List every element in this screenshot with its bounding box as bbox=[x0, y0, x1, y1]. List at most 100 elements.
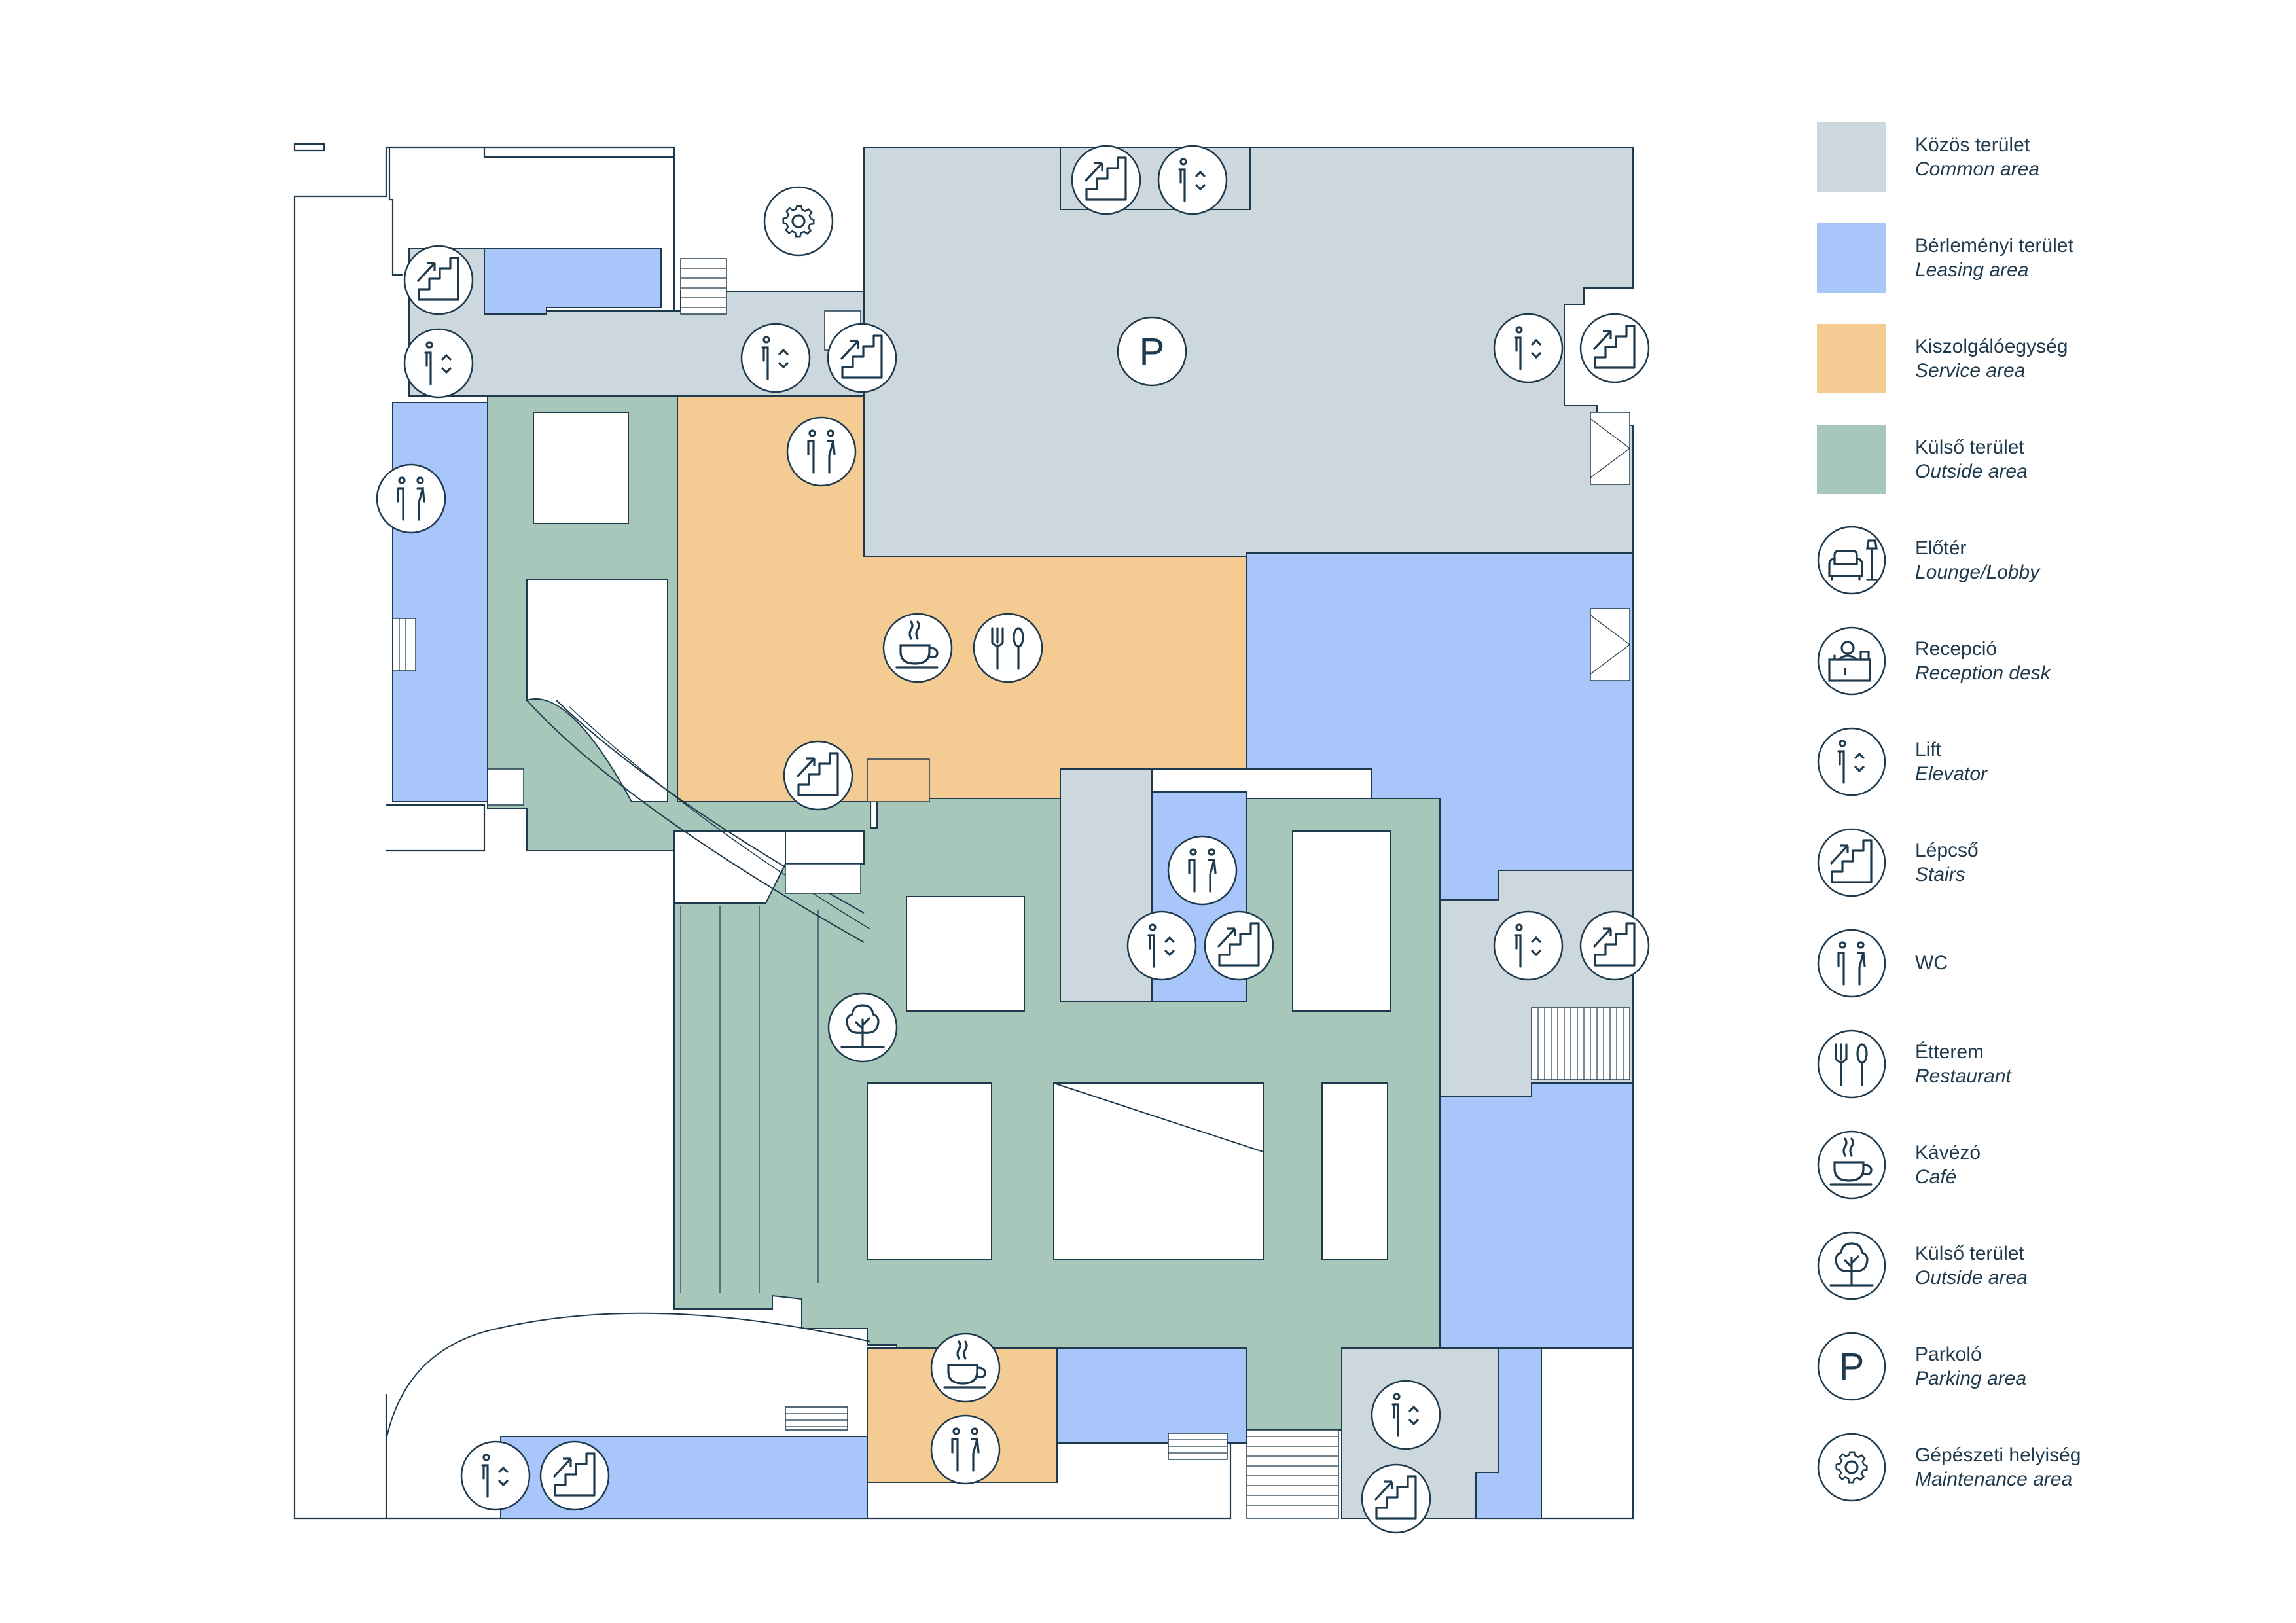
stairs-marker[interactable] bbox=[1071, 145, 1141, 215]
legend-swatch-service bbox=[1817, 324, 1886, 393]
wc-marker[interactable] bbox=[930, 1414, 1001, 1485]
elevator-icon bbox=[1817, 727, 1886, 796]
legend-label-hu: Lift bbox=[1915, 739, 1942, 760]
parking-marker[interactable]: P bbox=[1117, 316, 1187, 387]
svg-text:P: P bbox=[1139, 330, 1165, 373]
maintenance-marker[interactable] bbox=[763, 186, 834, 257]
legend-label-en: Maintenance area bbox=[1915, 1469, 2073, 1490]
wc-marker[interactable] bbox=[376, 463, 446, 534]
stairs-marker[interactable] bbox=[1579, 910, 1650, 981]
elevator-marker[interactable] bbox=[1493, 910, 1564, 981]
legend-label-hu: Külső terület bbox=[1915, 1243, 2024, 1264]
reception-icon bbox=[1817, 626, 1886, 696]
outside-marker[interactable] bbox=[827, 992, 898, 1063]
cafe-icon bbox=[1817, 1130, 1886, 1200]
legend-label-en: Reception desk bbox=[1915, 662, 2051, 684]
elevator-marker[interactable] bbox=[1126, 910, 1197, 981]
legend-swatch-outside bbox=[1817, 425, 1886, 494]
elevator-marker[interactable] bbox=[460, 1440, 531, 1511]
restaurant-marker[interactable] bbox=[973, 613, 1043, 683]
legend-label-en: Service area bbox=[1915, 360, 2026, 382]
elevator-marker[interactable] bbox=[1157, 145, 1228, 215]
elevator-marker[interactable] bbox=[1371, 1380, 1441, 1450]
stairs-marker[interactable] bbox=[1361, 1463, 1431, 1534]
legend-item: WC bbox=[1817, 929, 2262, 1029]
legend-label-en: Common area bbox=[1915, 158, 2040, 180]
legend-label-hu: Parkoló bbox=[1915, 1344, 1982, 1365]
elevator-marker[interactable] bbox=[1493, 313, 1564, 383]
legend-label-hu: Étterem bbox=[1915, 1041, 1984, 1063]
svg-text:P: P bbox=[1839, 1346, 1865, 1388]
stairs-marker[interactable] bbox=[827, 323, 897, 393]
legend-label-hu: Recepció bbox=[1915, 638, 1998, 660]
stairs-marker[interactable] bbox=[783, 740, 853, 811]
legend-label-en: Stairs bbox=[1915, 864, 1965, 885]
legend-label-hu: Gépészeti helyiség bbox=[1915, 1444, 2081, 1466]
legend-label-en: Outside area bbox=[1915, 461, 2028, 482]
elevator-marker[interactable] bbox=[740, 323, 811, 393]
parking-icon: P bbox=[1817, 1332, 1886, 1401]
stairs-marker[interactable] bbox=[539, 1440, 610, 1511]
lobby-icon bbox=[1817, 526, 1886, 595]
elevator-marker[interactable] bbox=[403, 328, 474, 399]
legend-label-en: Lounge/Lobby bbox=[1915, 562, 2040, 583]
legend-label: WC bbox=[1915, 951, 1948, 975]
stairs-marker[interactable] bbox=[1579, 313, 1650, 383]
legend-label-hu: Előtér bbox=[1915, 537, 1967, 559]
legend-label-en: Leasing area bbox=[1915, 259, 2029, 281]
wc-marker[interactable] bbox=[786, 416, 857, 487]
legend-label-hu: Külső terület bbox=[1915, 437, 2024, 458]
legend-label-hu: Bérleményi terület bbox=[1915, 235, 2073, 257]
stairs-icon bbox=[1817, 828, 1886, 897]
cafe-marker[interactable] bbox=[882, 613, 953, 683]
legend-label-hu: Kiszolgálóegység bbox=[1915, 336, 2068, 357]
wc-marker[interactable] bbox=[1167, 835, 1238, 906]
tree-icon bbox=[1817, 1231, 1886, 1300]
legend-label-hu: Közös terület bbox=[1915, 134, 2030, 156]
legend-swatch-leasing bbox=[1817, 223, 1886, 293]
legend-label-en: Outside area bbox=[1915, 1267, 2028, 1289]
legend-label-hu: WC bbox=[1915, 952, 1948, 974]
legend-swatch-common bbox=[1817, 122, 1886, 192]
wc-icon bbox=[1817, 929, 1886, 998]
legend-label-hu: Lépcső bbox=[1915, 840, 1979, 861]
cafe-marker[interactable] bbox=[930, 1332, 1001, 1403]
legend-label-hu: Kávézó bbox=[1915, 1142, 1981, 1164]
stairs-marker[interactable] bbox=[1204, 910, 1274, 981]
legend-label-en: Parking area bbox=[1915, 1368, 2027, 1389]
gear-icon bbox=[1817, 1433, 1886, 1502]
legend-label-en: Café bbox=[1915, 1166, 1957, 1188]
stairs-marker[interactable] bbox=[403, 245, 474, 315]
restaurant-icon bbox=[1817, 1029, 1886, 1099]
legend-label-en: Restaurant bbox=[1915, 1065, 2011, 1087]
legend-label-en: Elevator bbox=[1915, 763, 1988, 785]
